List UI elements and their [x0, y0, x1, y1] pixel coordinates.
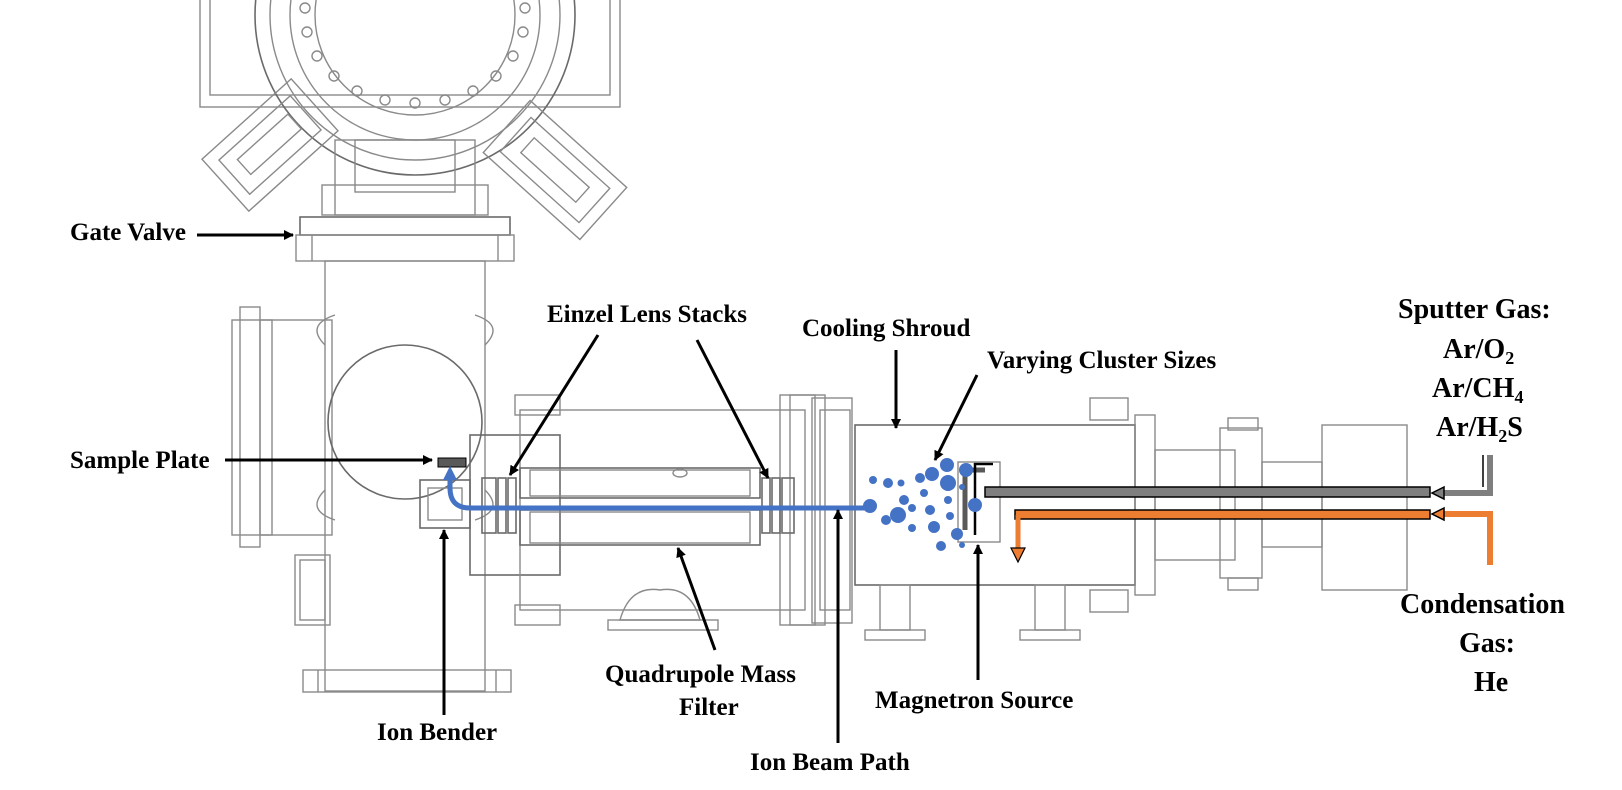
gate-valve: [295, 216, 515, 262]
condensation-gas-line2: Gas:: [1459, 628, 1515, 659]
condensation-gas-line: [1010, 506, 1493, 565]
sputter-gas-line: [984, 455, 1493, 501]
quadrupole-label-line2: Filter: [679, 694, 739, 721]
gate-valve-label: Gate Valve: [70, 219, 186, 246]
sputter-gas-label: Sputter Gas: Ar/O2 Ar/CH4 Ar/H2S: [1398, 294, 1551, 446]
sputter-gas-ar-h2s: Ar/H2S: [1436, 412, 1523, 446]
quadrupole-label-line1: Quadrupole Mass: [605, 661, 796, 688]
source-chamber: [854, 397, 1408, 641]
sputter-gas-title: Sputter Gas:: [1398, 294, 1551, 325]
sample-plate-label: Sample Plate: [70, 447, 210, 474]
quadrupole-section: [469, 394, 853, 631]
condensation-gas-line1: Condensation: [1400, 589, 1565, 620]
ion-beam-path: [443, 466, 867, 511]
sputter-gas-ar-o2: Ar/O2: [1443, 334, 1514, 368]
varying-cluster-sizes-label: Varying Cluster Sizes: [987, 347, 1216, 374]
sputter-gas-ar-ch4: Ar/CH4: [1432, 373, 1523, 407]
ion-bender-label: Ion Bender: [377, 719, 497, 746]
condensation-gas-line3: He: [1474, 667, 1508, 698]
ion-beam-path-label: Ion Beam Path: [750, 749, 910, 776]
magnetron-source-label: Magnetron Source: [875, 687, 1073, 714]
einzel-lens-stacks-label: Einzel Lens Stacks: [547, 301, 747, 328]
condensation-gas-label: Condensation Gas: He: [1400, 589, 1565, 698]
left-chamber: [231, 260, 512, 693]
flange-bolt-holes: [299, 2, 531, 109]
cooling-shroud-label: Cooling Shroud: [802, 315, 970, 342]
cluster-particles: [863, 458, 982, 551]
top-chamber: [199, 0, 628, 241]
annotation-arrows: [197, 230, 983, 743]
sample-plate: [437, 457, 467, 468]
